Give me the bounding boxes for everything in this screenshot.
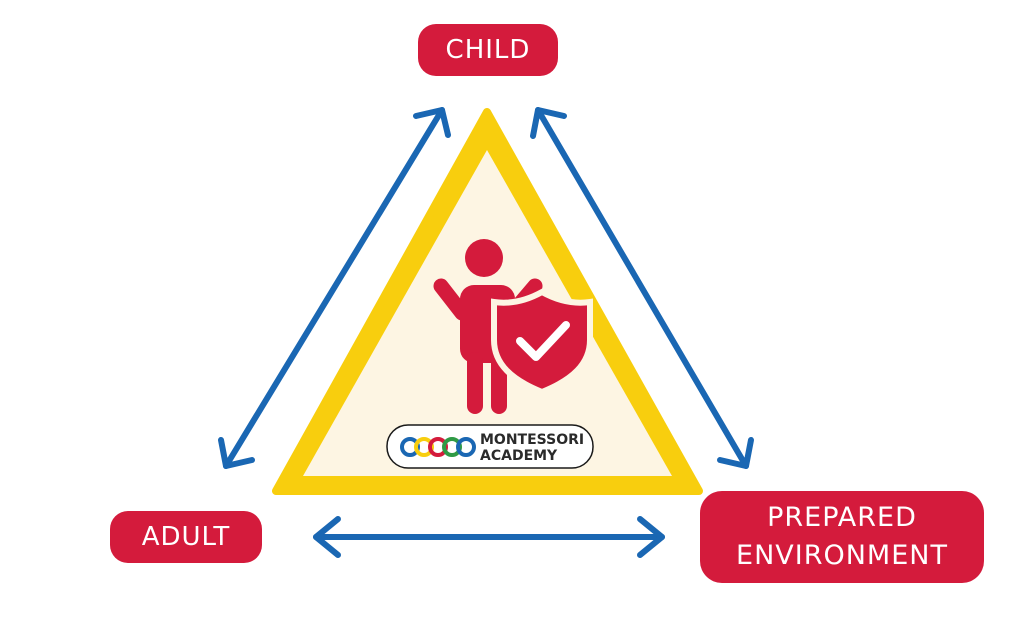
node-child-label: CHILD [445, 35, 531, 65]
logo-line-2: ACADEMY [480, 448, 558, 464]
node-environment-line-1: PREPARED [767, 502, 917, 533]
node-adult-label: ADULT [141, 522, 231, 552]
logo-line-1: MONTESSORI [480, 432, 584, 448]
node-environment-line-2: ENVIRONMENT [736, 540, 948, 571]
montessori-academy-logo: MONTESSORI ACADEMY [386, 424, 594, 469]
logo-rings-icon [400, 437, 476, 457]
arrow-child-adult-heads [218, 107, 451, 469]
arrow-child-environment-heads [530, 107, 754, 469]
arrow-child-adult [223, 107, 445, 469]
node-child: CHILD [418, 24, 558, 76]
arrow-child-environment [535, 107, 749, 469]
arrow-adult-environment-heads [313, 516, 665, 558]
node-prepared-environment: PREPARED ENVIRONMENT [700, 491, 984, 583]
shield-check-icon [491, 288, 593, 396]
node-adult: ADULT [110, 511, 262, 563]
